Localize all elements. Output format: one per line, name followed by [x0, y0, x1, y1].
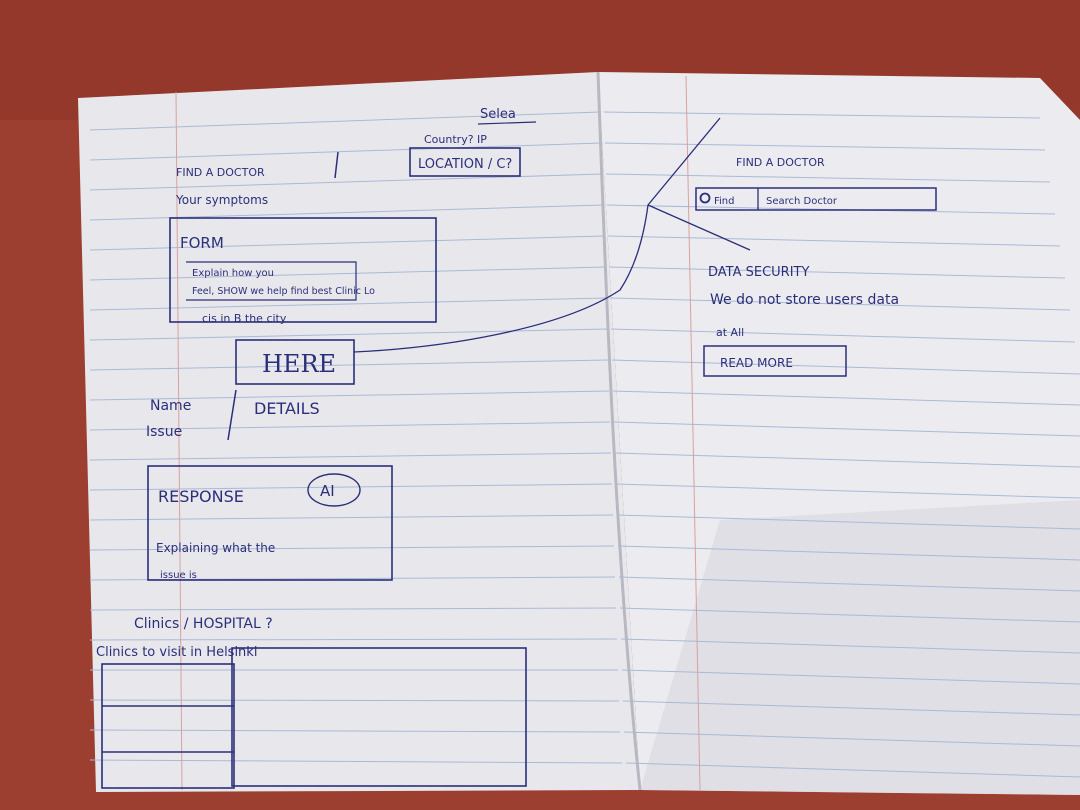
- ai-badge-label: AI: [320, 482, 335, 500]
- left-ruled-lines: [89, 111, 623, 764]
- right-ruled-lines: [603, 111, 1080, 778]
- select-note-underline: [477, 121, 537, 125]
- here-button-label: HERE: [262, 350, 336, 378]
- details-input[interactable]: DETAILS: [254, 399, 320, 418]
- form-line-2: Feel, SHOW we help find best Clinic Lo: [192, 286, 375, 297]
- search-input[interactable]: Search Doctor: [766, 196, 838, 207]
- data-security-line-1: We do not store users data: [710, 292, 899, 308]
- ai-response-box: [147, 465, 393, 581]
- left-margin-line: [175, 91, 183, 791]
- form-line-1: Explain how you: [192, 268, 274, 279]
- issue-label: Issue: [146, 424, 182, 440]
- clinics-subheading: Clinics to visit in Helsinki: [96, 645, 257, 660]
- left-page: [78, 72, 640, 792]
- data-security-line-2: at All: [716, 326, 744, 339]
- doctor-search-bar[interactable]: [695, 187, 937, 211]
- details-divider: [227, 389, 237, 441]
- name-label: Name: [150, 398, 191, 414]
- read-more-button[interactable]: [703, 345, 847, 377]
- select-note: Selea: [480, 107, 516, 122]
- response-heading: RESPONSE: [158, 487, 244, 506]
- form-textarea[interactable]: [186, 261, 357, 301]
- symptoms-subtitle: Your symptoms: [175, 193, 268, 207]
- data-security-heading: DATA SECURITY: [708, 265, 809, 280]
- location-selector[interactable]: [409, 147, 521, 177]
- here-button[interactable]: [235, 339, 355, 385]
- notebook-spine: [596, 71, 642, 791]
- clinics-heading: Clinics / HOSPITAL ?: [134, 616, 273, 632]
- form-heading: FORM: [180, 234, 224, 252]
- clinic-list: [101, 663, 235, 789]
- read-more-label: READ MORE: [720, 356, 793, 370]
- right-page-title: FIND A DOCTOR: [736, 156, 825, 169]
- location-label: LOCATION / C?: [418, 157, 512, 172]
- page-title: FIND A DOCTOR: [176, 166, 265, 179]
- search-label: Find: [714, 196, 735, 207]
- clinic-map-area[interactable]: [231, 647, 527, 787]
- symptom-form[interactable]: [169, 217, 437, 323]
- page-shadow: [640, 500, 1080, 795]
- right-margin-line: [685, 75, 701, 791]
- form-line-3: cis in B the city: [202, 312, 287, 325]
- response-line-1: Explaining what the: [156, 541, 275, 555]
- ai-badge: [307, 473, 361, 507]
- country-note: Country? IP: [424, 133, 487, 146]
- search-icon: [699, 192, 711, 204]
- connector-arrow: [353, 117, 751, 353]
- title-cursor-mark: [334, 151, 339, 179]
- response-line-2: issue is: [160, 570, 197, 581]
